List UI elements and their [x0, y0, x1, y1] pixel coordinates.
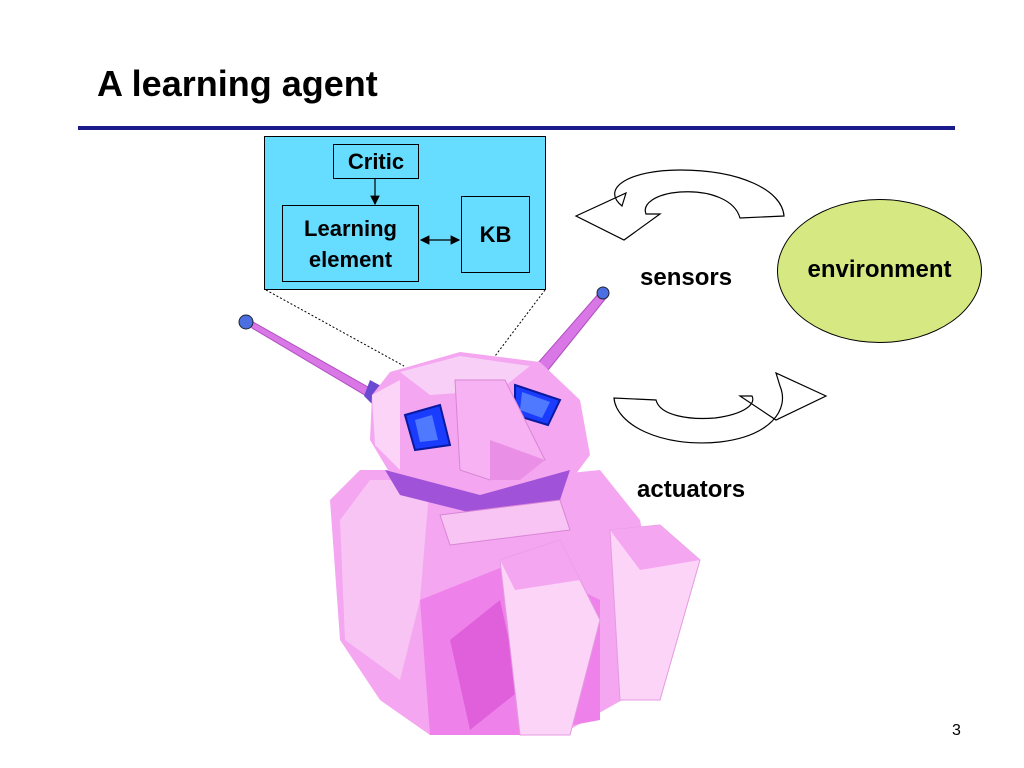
- sensors-label: sensors: [640, 264, 733, 291]
- robot-icon: [238, 286, 701, 736]
- sensors-arrow-icon: [574, 169, 785, 241]
- critic-box: Critic: [333, 144, 419, 179]
- actuators-arrow-icon: [613, 371, 828, 444]
- page-number: 3: [952, 722, 961, 739]
- slide-title: A learning agent: [97, 63, 378, 104]
- actuators-label: actuators: [637, 476, 746, 503]
- environment-ellipse: [777, 199, 982, 343]
- zoom-line-right: [491, 289, 546, 361]
- agent-internals-box: [264, 136, 546, 290]
- environment-label: environment: [807, 256, 952, 283]
- learning-element-box: Learning element: [282, 205, 419, 282]
- kb-box: KB: [461, 196, 530, 273]
- title-rule: [78, 126, 955, 130]
